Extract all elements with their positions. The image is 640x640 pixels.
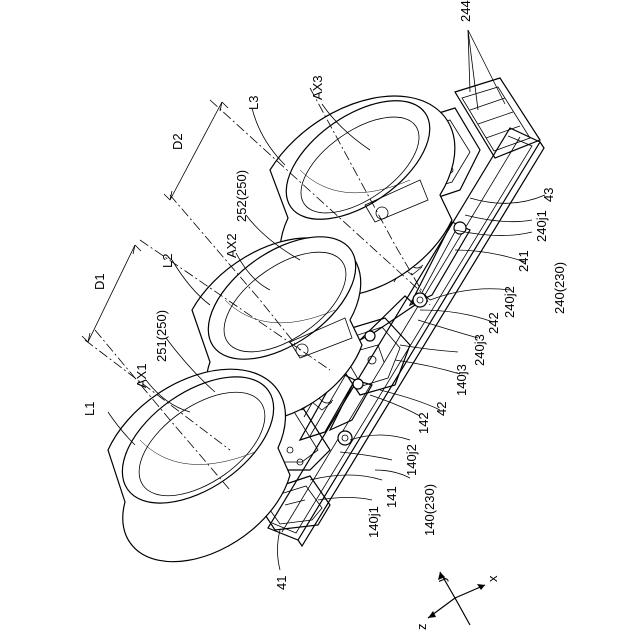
label-140-230: 140(230) (422, 484, 437, 536)
label-240j1: 240j1 (534, 210, 549, 242)
label-240-230-top: 240(230) (552, 262, 567, 314)
label-AX3: AX3 (310, 75, 325, 100)
label-L3: L3 (246, 96, 261, 110)
label-240j2: 240j2 (502, 286, 517, 318)
label-142: 142 (416, 412, 431, 434)
label-251-250: 251(250) (154, 310, 169, 362)
lens-L1 (100, 351, 296, 561)
label-L1: L1 (82, 402, 97, 416)
label-AX2: AX2 (224, 233, 239, 258)
label-axis-z: z (414, 624, 429, 631)
label-140j2: 140j2 (404, 444, 419, 476)
label-42: 42 (434, 402, 449, 416)
label-242: 242 (486, 312, 501, 334)
label-240j3: 240j3 (472, 334, 487, 366)
label-41: 41 (274, 576, 289, 590)
label-L2: L2 (160, 254, 175, 268)
label-141: 141 (384, 486, 399, 508)
label-140j1: 140j1 (366, 506, 381, 538)
label-D1: D1 (92, 273, 107, 290)
label-axis-x: x (485, 575, 500, 582)
label-D2: D2 (170, 133, 185, 150)
label-244: 244 (458, 0, 473, 22)
label-43: 43 (541, 188, 556, 202)
label-252-250: 252(250) (234, 170, 249, 222)
label-axis-y: y (434, 575, 449, 582)
label-241: 241 (516, 250, 531, 272)
label-AX1: AX1 (134, 363, 149, 388)
label-140j3: 140j3 (454, 364, 469, 396)
